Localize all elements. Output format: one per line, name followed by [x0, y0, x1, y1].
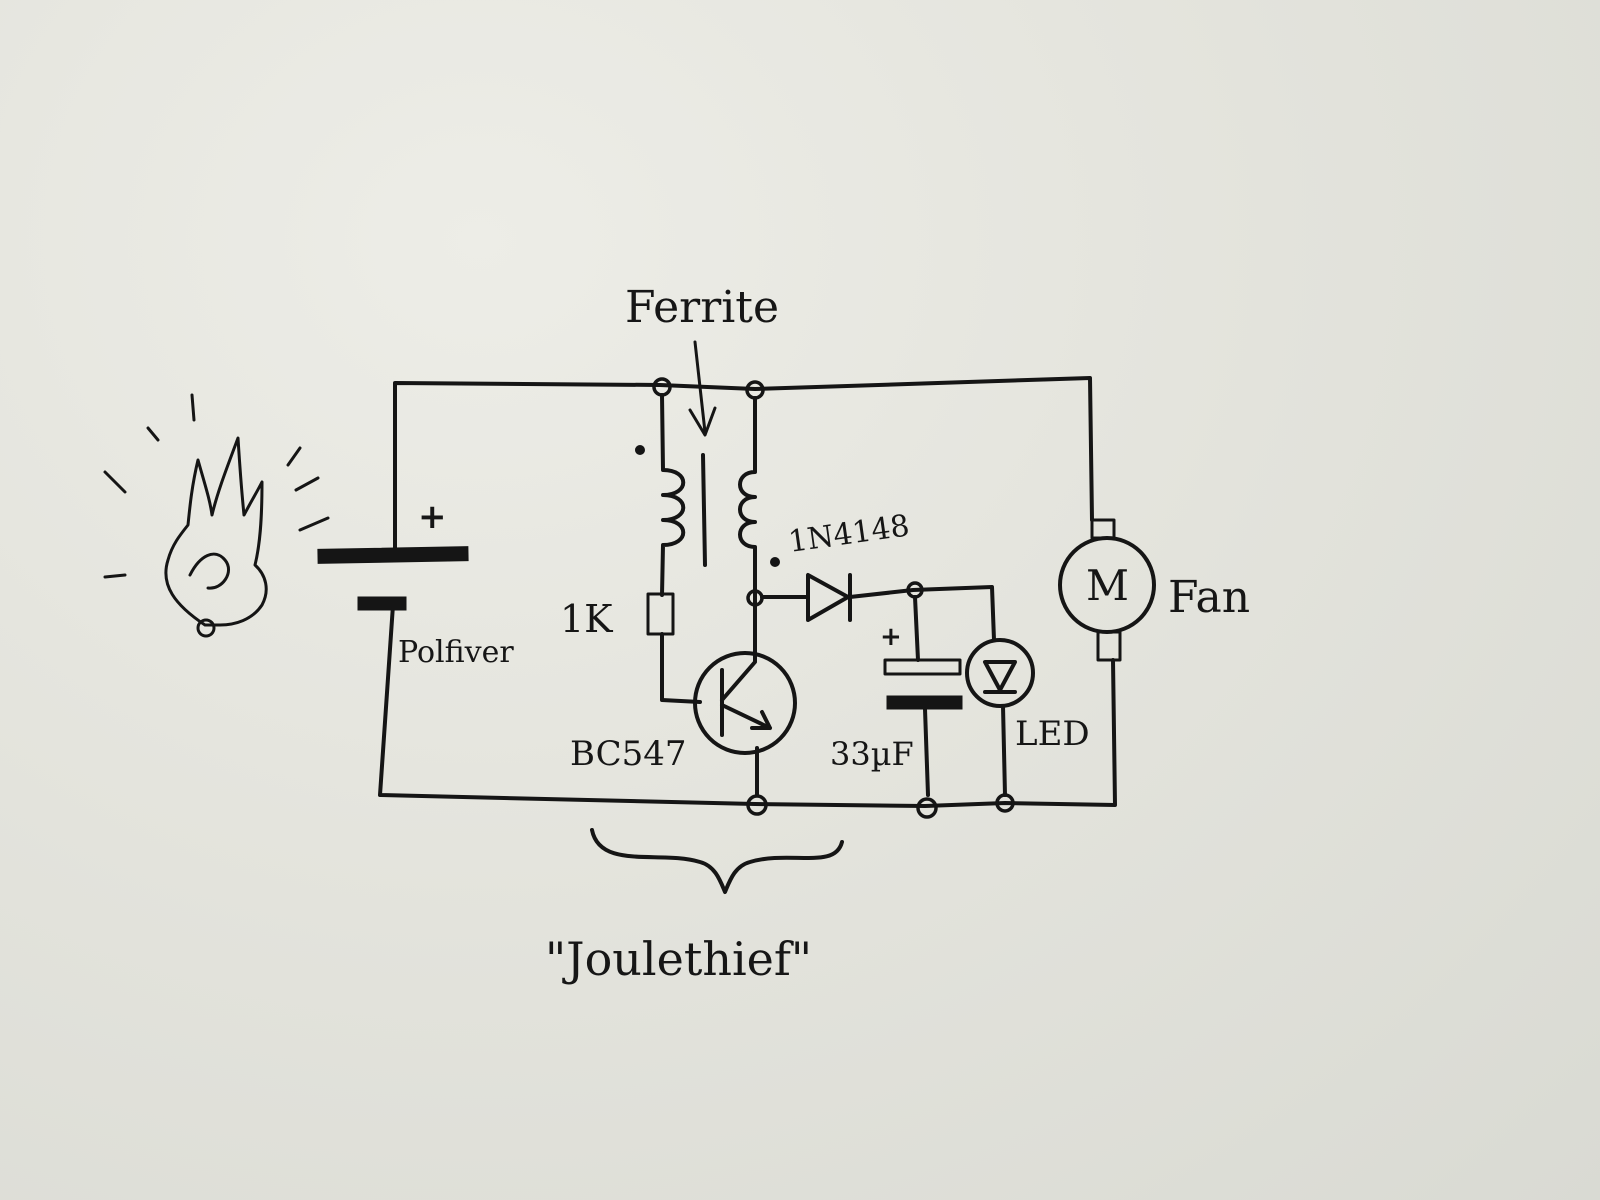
led-symbol: [965, 638, 1035, 708]
node-emitter: [746, 794, 768, 816]
ferrite-core: [701, 453, 707, 567]
coil-right-dot: [770, 557, 780, 567]
capacitor-bottom-wire: [923, 707, 930, 797]
ferrite-arrow: [688, 340, 717, 437]
capacitor-plus-sign: +: [880, 622, 902, 652]
resistor-symbol: [646, 592, 675, 636]
capacitor-plate-bottom: [886, 695, 963, 710]
battery-symbol: [317, 546, 469, 611]
fan-label: Fan: [1168, 572, 1250, 623]
bottom-rail-wire: [378, 603, 1117, 808]
flame-icon: [103, 393, 330, 638]
resistor-to-base-wire: [660, 632, 702, 704]
diode-output-wire: [848, 585, 996, 642]
ferrite-label: Ferrite: [625, 282, 779, 333]
top-rail-wire: [393, 376, 1094, 555]
battery-plus-sign: +: [418, 497, 447, 537]
transistor-label: BC547: [570, 734, 687, 774]
coil-left: [660, 393, 685, 597]
coil-right: [738, 396, 757, 592]
led-label: LED: [1015, 714, 1090, 754]
transistor-symbol: [693, 648, 797, 755]
battery-label: Polfiver: [398, 635, 514, 670]
node-capacitor-bottom: [916, 797, 938, 819]
led-bottom-wire: [1001, 704, 1007, 797]
capacitor-top-wire: [913, 595, 920, 662]
coil-left-dot: [635, 445, 645, 455]
node-led-bottom: [995, 793, 1015, 813]
diode-label: 1N4148: [786, 508, 911, 560]
diode-symbol: [806, 573, 852, 622]
resistor-label: 1K: [560, 597, 613, 641]
motor-symbol-letter: M: [1086, 561, 1129, 610]
capacitor-label: 33µF: [830, 735, 914, 773]
joulethief-brace: [590, 828, 844, 894]
circuit-name-label: "Joulethief": [545, 932, 812, 986]
motor-symbol: [1058, 518, 1156, 662]
capacitor-plate-top: [883, 658, 962, 676]
